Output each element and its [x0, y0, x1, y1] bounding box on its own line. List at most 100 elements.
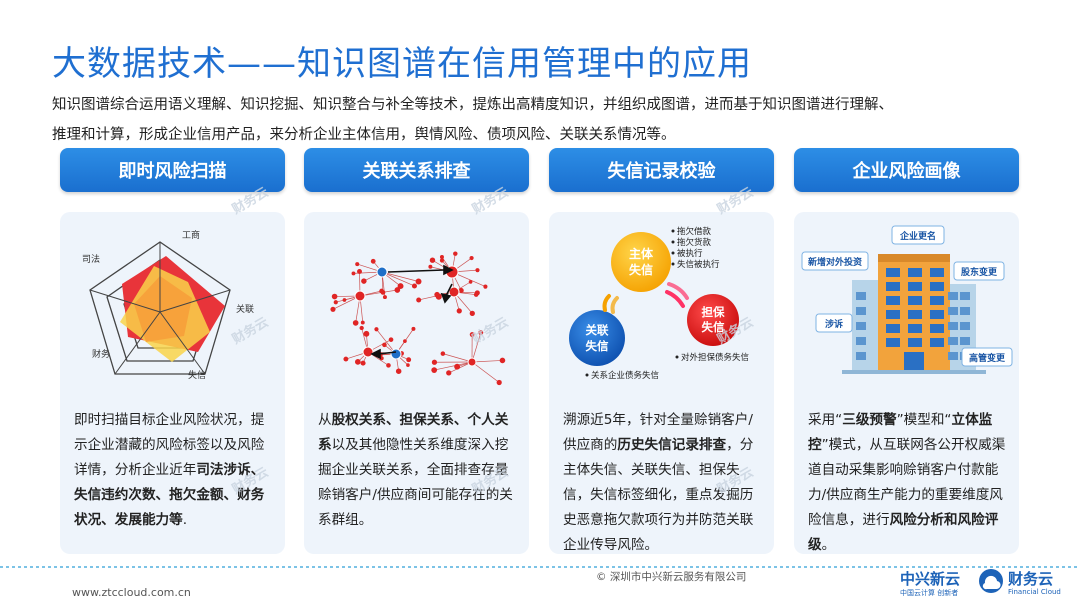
- main-item-3: 被执行: [677, 248, 703, 259]
- graph-node: [415, 278, 422, 285]
- building-window: [930, 338, 944, 347]
- graph-node: [370, 258, 376, 264]
- circle-related-dishonesty: [569, 310, 625, 366]
- card-text-dishonesty-check: 溯源近5年，针对全量赊销客户/供应商的历史失信记录排查，分主体失信、关联失信、担…: [563, 412, 754, 553]
- tag-shareholder-change: 股东变更: [961, 266, 998, 278]
- svg-text:失信: 失信: [702, 320, 725, 334]
- building-window: [908, 296, 922, 305]
- building-window: [908, 338, 922, 347]
- radar-label-sifa: 司法: [82, 253, 100, 265]
- building-window: [960, 307, 970, 315]
- footer-divider: [0, 566, 1080, 568]
- intro-text: 知识图谱综合运用语义理解、知识挖掘、知识整合与补全等技术，提炼出高精度知识，并组…: [52, 90, 1042, 150]
- building-window: [856, 322, 866, 330]
- graph-node: [475, 268, 480, 273]
- graph-node: [352, 320, 359, 326]
- cloud-logo-icon: [979, 569, 1003, 593]
- main-item-4: 失信被执行: [677, 259, 720, 270]
- graph-hub-node: [362, 346, 374, 358]
- graph-node: [354, 359, 361, 365]
- header-relation-check: 关联关系排查: [304, 148, 529, 192]
- graph-node: [446, 370, 452, 376]
- guarantee-item: 对外担保债务失信: [681, 352, 750, 363]
- graph-node: [439, 258, 445, 263]
- tag-rename: 企业更名: [899, 230, 936, 242]
- graph-node: [440, 351, 446, 356]
- building-window: [886, 338, 900, 347]
- graph-node: [416, 297, 422, 303]
- header-dishonesty-check: 失信记录校验: [549, 148, 774, 192]
- svg-text:失信: 失信: [629, 262, 653, 277]
- logo-zhongxing: 中兴新云: [900, 570, 961, 588]
- building-window: [930, 282, 944, 291]
- tag-executive-change: 高管变更: [969, 352, 1006, 364]
- svg-text:关联: 关联: [586, 323, 609, 337]
- company-logo: 中兴新云 中国云计算 创新者 财务云 Financial Cloud: [900, 566, 1070, 602]
- card-text-risk-portrait: 采用“三级预警”模型和“立体监控”模式，从互联网各公开权威渠道自动采集影响赊销客…: [808, 412, 1006, 553]
- footer-copyright: © 深圳市中兴新云服务有限公司: [596, 571, 747, 583]
- building-window: [930, 324, 944, 333]
- svg-text:主体: 主体: [629, 246, 654, 261]
- radar-label-guanlian: 关联: [236, 303, 254, 315]
- card-relation-check: 从股权关系、担保关系、个人关系以及其他隐性关系维度深入挖掘企业关联关系，全面排查…: [304, 212, 529, 554]
- building-window: [948, 322, 958, 330]
- building-window: [930, 296, 944, 305]
- building-window: [908, 324, 922, 333]
- graph-node: [379, 288, 384, 294]
- building-window: [930, 310, 944, 319]
- building-window: [948, 307, 958, 315]
- graph-node: [496, 379, 502, 386]
- card-text-realtime-risk-scan: 即时扫描目标企业风险状况，提示企业潜藏的风险标签以及风险详情，分析企业近年司法涉…: [74, 412, 265, 528]
- graph-node: [394, 287, 401, 293]
- graph-node: [360, 320, 365, 325]
- building-window: [908, 310, 922, 319]
- intro-line-2: 推理和计算，形成企业信用产品，来分析企业主体信用，舆情风险、债项风险、关联关系情…: [52, 127, 676, 143]
- graph-node: [431, 367, 438, 373]
- graph-node: [469, 332, 475, 337]
- building-window: [960, 292, 970, 300]
- graph-node: [411, 283, 417, 289]
- graph-hub-node: [448, 286, 460, 298]
- card-text-relation-check: 从股权关系、担保关系、个人关系以及其他隐性关系维度深入挖掘企业关联关系，全面排查…: [318, 412, 513, 528]
- building-window: [886, 296, 900, 305]
- intro-line-1: 知识图谱综合运用语义理解、知识挖掘、知识整合与补全等技术，提炼出高精度知识，并组…: [52, 97, 893, 113]
- radar-label-caiwu: 财务: [92, 348, 110, 360]
- graph-node: [454, 363, 461, 370]
- graph-node: [439, 254, 444, 259]
- graph-node: [429, 257, 436, 263]
- graph-hub-node: [376, 266, 388, 278]
- building-window: [908, 282, 922, 291]
- building-window: [856, 337, 866, 345]
- footer-url[interactable]: www.ztccloud.com.cn: [72, 586, 191, 599]
- building-window: [948, 352, 958, 360]
- graph-node: [342, 298, 347, 302]
- building-window: [960, 322, 970, 330]
- graph-node: [388, 337, 394, 342]
- svg-text:担保: 担保: [702, 305, 725, 319]
- radar-label-shixin: 失信: [188, 369, 206, 381]
- radar-label-gongshang: 工商: [182, 229, 200, 241]
- graph-node: [428, 264, 433, 269]
- graph-hub-node: [354, 290, 366, 302]
- graph-node: [456, 308, 462, 314]
- graph-node: [395, 368, 402, 374]
- graph-node: [403, 339, 407, 343]
- graph-node: [361, 278, 367, 284]
- network-graph: [330, 251, 506, 386]
- graph-hub-node: [467, 357, 477, 367]
- circle-main-dishonesty: [611, 232, 671, 292]
- building-illustration: 企业更名 新增对外投资 股东变更 涉诉 高管变更: [801, 225, 1013, 374]
- graph-node: [431, 359, 438, 365]
- graph-node: [331, 293, 338, 300]
- page-title: 大数据技术——知识图谱在信用管理中的应用: [52, 44, 752, 84]
- graph-node: [406, 357, 412, 363]
- graph-node: [359, 325, 364, 331]
- building-window: [948, 337, 958, 345]
- building-window: [886, 282, 900, 291]
- graph-node: [386, 363, 391, 368]
- circle-guarantee-dishonesty: [687, 294, 739, 346]
- building-window: [908, 268, 922, 277]
- logo-caiwuyun-sub: Financial Cloud: [1008, 588, 1061, 596]
- main-item-2: 拖欠货款: [677, 237, 712, 248]
- graph-node: [474, 290, 480, 296]
